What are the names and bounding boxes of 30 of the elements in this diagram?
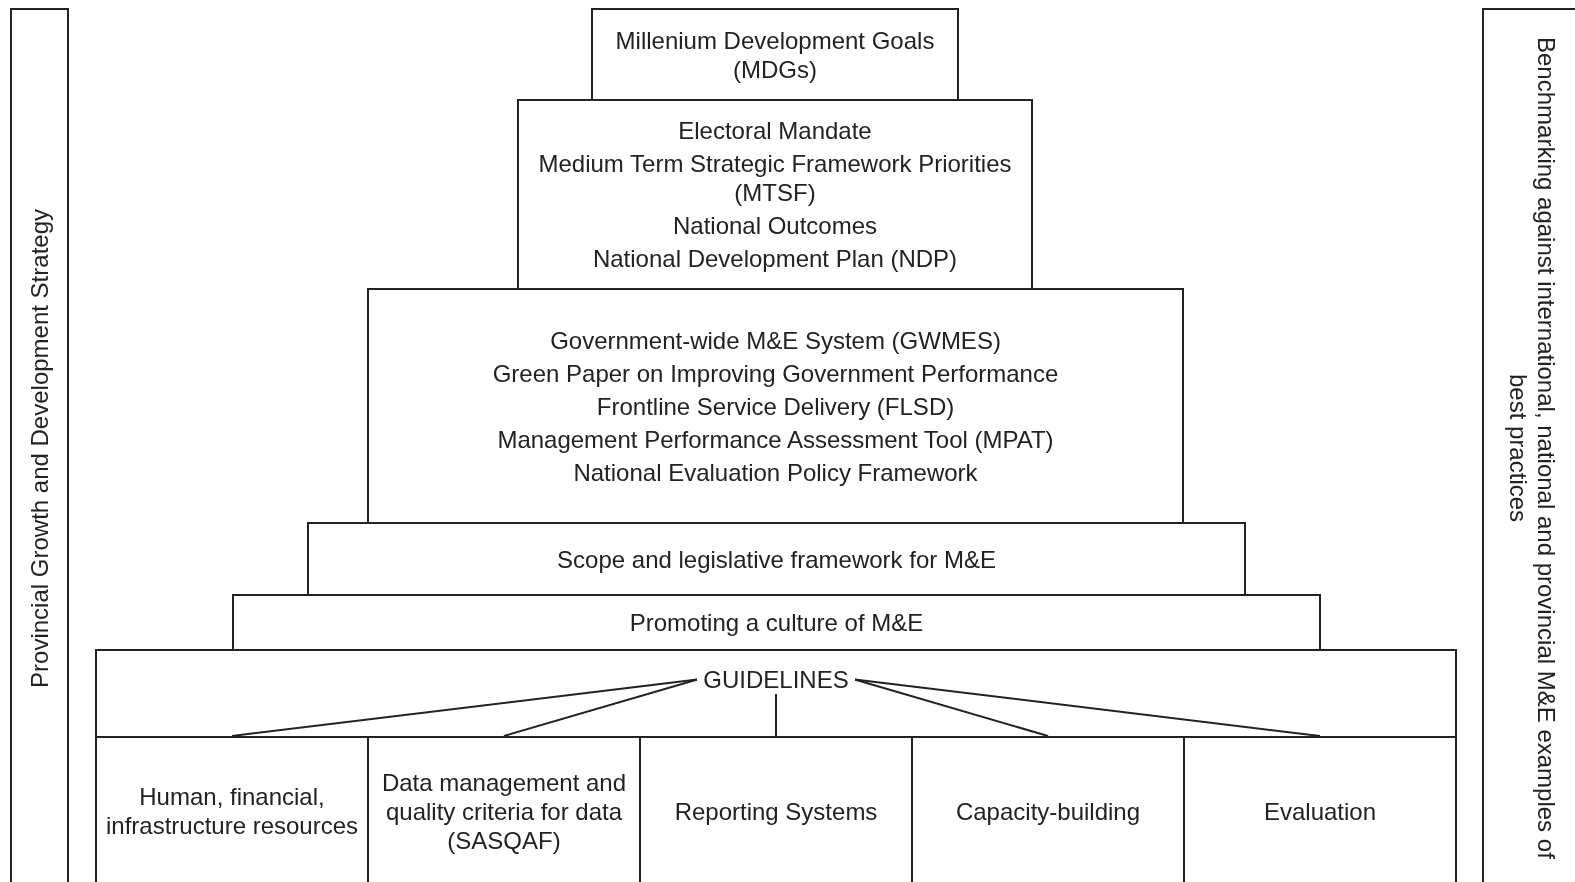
node-text: Human, financial, infrastructure resources: [105, 782, 359, 840]
node-text: Provincial Growth and Development Strategy: [25, 208, 54, 688]
node-text: Promoting a culture of M&E: [629, 608, 924, 637]
node-text: Scope and legislative framework for M&E: [557, 544, 996, 574]
node-text: National Development Plan (NDP): [592, 244, 958, 273]
node-text: Frontline Service Delivery (FLSD): [596, 391, 955, 421]
node-text: National Evaluation Policy Framework: [573, 457, 978, 487]
node-text: National Outcomes: [672, 211, 878, 240]
node-text: Green Paper on Improving Government Performance: [492, 358, 1059, 388]
connector-line: [853, 678, 1321, 737]
node-text: Capacity-building: [955, 796, 1141, 826]
tier-box: [517, 99, 1033, 290]
tier-box: [367, 288, 1184, 524]
tier-box: [307, 522, 1246, 596]
node-text: Data management and quality criteria for data (SASQAF): [380, 767, 628, 855]
node-text: Electoral Mandate: [678, 116, 872, 145]
node-text: Management Performance Assessment Tool (MPAT): [497, 424, 1054, 454]
side-band: [1482, 8, 1575, 882]
node-text: Millenium Development Goals (MDGs): [614, 25, 936, 84]
node-text: Benchmarking against international, national and provincial M&E examples of best practices: [1504, 36, 1560, 861]
node-text: Evaluation: [1263, 796, 1377, 826]
guidelines-band: [95, 649, 1457, 738]
connector-line: [503, 678, 699, 737]
node-text: Medium Term Strategic Framework Priorities (MTSF): [537, 149, 1013, 207]
node-text: Government-wide M&E System (GWMES): [550, 325, 1001, 355]
side-band: [10, 8, 69, 882]
tier-box: [232, 594, 1321, 651]
goal-box: [591, 8, 959, 101]
connector-line: [775, 693, 777, 737]
node-text: Reporting Systems: [674, 796, 878, 826]
